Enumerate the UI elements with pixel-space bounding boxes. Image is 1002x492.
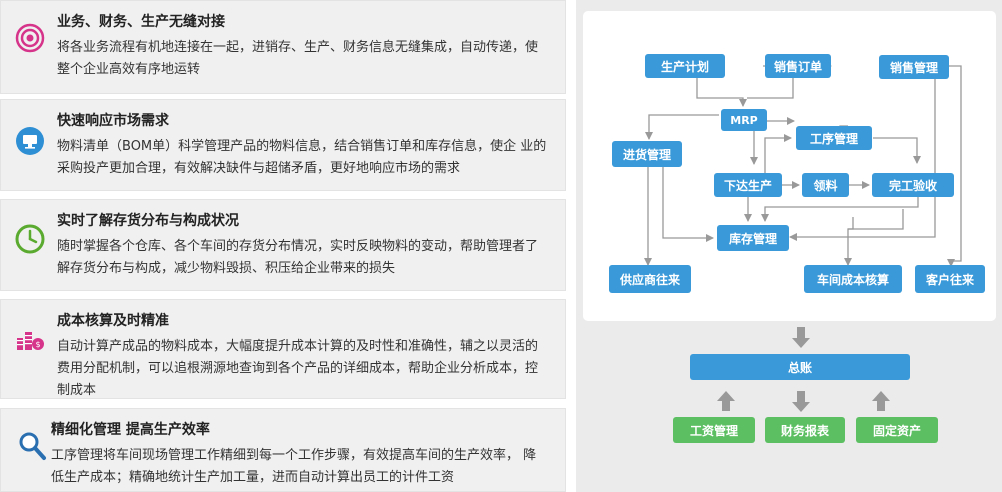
monitor-icon [16,127,44,155]
arrow-down-to-ledger [792,327,810,348]
system-diagram-panel: 生产计划 销售订单 销售管理 MRP 进货管理 工序管理 下达生产 领料 完工验… [576,0,1002,492]
feature-card-efficiency: 精细化管理 提高生产效率 工序管理将车间现场管理工作精细到每一个工作步骤，有效提… [0,408,566,492]
clock-icon [15,224,45,254]
node-sales-order[interactable]: 销售订单 [765,54,831,78]
feature-description: 随时掌握各个仓库、各个车间的存货分布情况，实时反映物料的变动，帮助管理者了解存货… [57,239,539,276]
node-completion-check[interactable]: 完工验收 [872,173,954,197]
target-icon [15,23,45,53]
flow-connectors [644,62,962,267]
node-fixed-assets[interactable]: 固定资产 [856,417,938,443]
feature-title: 实时了解存货分布与构成状况 [57,213,239,229]
node-process-management[interactable]: 工序管理 [796,126,872,150]
arrow-down-to-reports [792,391,810,412]
feature-title: 精细化管理 提高生产效率 [51,422,210,438]
feature-title: 成本核算及时精准 [57,313,169,329]
node-general-ledger[interactable]: 总账 [690,354,910,380]
feature-description: 将各业务流程有机地连接在一起，进销存、生产、财务信息无缝集成，自动传递，使整个企… [57,40,539,77]
node-production-plan[interactable]: 生产计划 [645,54,725,78]
node-inventory-management[interactable]: 库存管理 [717,225,789,251]
feature-description: 物料清单（BOM单）科学管理产品的物料信息，结合销售订单和库存信息，使企 业的采… [57,139,547,176]
feature-title: 快速响应市场需求 [57,113,169,129]
node-purchase-management[interactable]: 进货管理 [612,141,682,167]
node-supplier-accounts[interactable]: 供应商往来 [609,265,691,293]
node-payroll[interactable]: 工资管理 [673,417,755,443]
node-financial-reports[interactable]: 财务报表 [765,417,845,443]
feature-card-market: 快速响应市场需求 物料清单（BOM单）科学管理产品的物料信息，结合销售订单和库存… [0,99,566,191]
node-customer-accounts[interactable]: 客户往来 [915,265,985,293]
feature-description: 自动计算产成品的物料成本，大幅度提升成本计算的及时性和准确性，辅之以灵活的费用分… [57,339,539,398]
node-material-pick[interactable]: 领料 [802,173,849,197]
feature-card-inventory: 实时了解存货分布与构成状况 随时掌握各个仓库、各个车间的存货分布情况，实时反映物… [0,199,566,291]
feature-card-integration: 业务、财务、生产无缝对接 将各业务流程有机地连接在一起，进销存、生产、财务信息无… [0,0,566,94]
node-sales-management[interactable]: 销售管理 [879,55,949,79]
arrow-up-to-ledger [717,391,735,411]
arrow-up-to-ledger-right [872,391,890,411]
magnifier-icon [19,432,46,460]
node-mrp[interactable]: MRP [721,109,767,131]
node-workshop-cost[interactable]: 车间成本核算 [804,265,902,293]
feature-title: 业务、财务、生产无缝对接 [57,14,225,30]
svg-text:$: $ [35,340,40,349]
erp-flow-diagram: 生产计划 销售订单 销售管理 MRP 进货管理 工序管理 下达生产 领料 完工验… [583,11,996,321]
coins-icon: $ [17,332,44,350]
feature-description: 工序管理将车间现场管理工作精细到每一个工作步骤，有效提高车间的生产效率， 降低生… [51,448,537,485]
ledger-arrows [717,327,890,412]
feature-card-cost: $ 成本核算及时精准 自动计算产成品的物料成本，大幅度提升成本计算的及时性和准确… [0,299,566,399]
node-issue-production[interactable]: 下达生产 [714,173,782,197]
feature-list: 业务、财务、生产无缝对接 将各业务流程有机地连接在一起，进销存、生产、财务信息无… [0,0,566,492]
